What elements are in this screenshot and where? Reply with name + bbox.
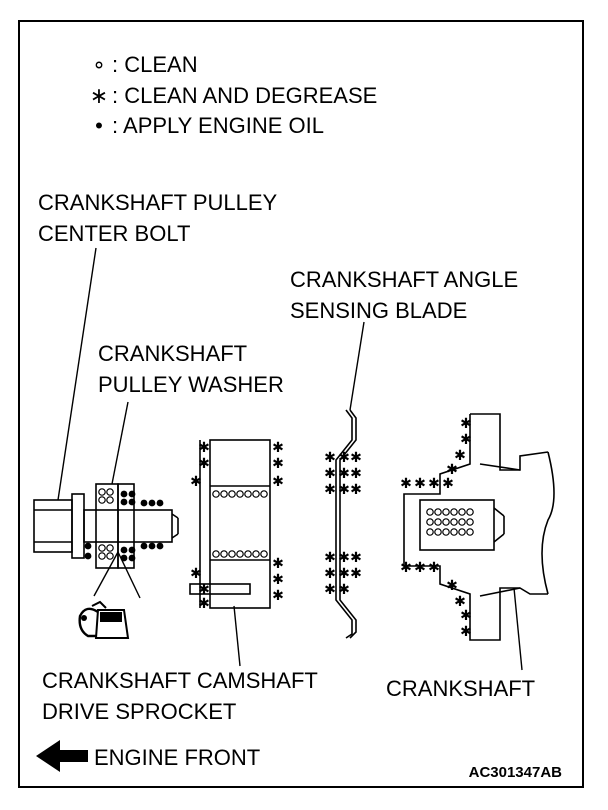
svg-text:✱: ✱ <box>338 566 350 582</box>
svg-text:✱: ✱ <box>414 476 426 492</box>
svg-text:✱: ✱ <box>324 550 336 566</box>
svg-text:✱: ✱ <box>198 582 210 598</box>
svg-text:✱: ✱ <box>272 456 284 472</box>
svg-text:✱: ✱ <box>350 466 362 482</box>
clean-markers <box>98 488 474 560</box>
svg-text:✱: ✱ <box>460 432 472 448</box>
svg-text:✱: ✱ <box>414 560 426 576</box>
svg-text:✱: ✱ <box>324 566 336 582</box>
filled-dot-icon: • <box>95 113 103 138</box>
svg-text:✱: ✱ <box>190 566 202 582</box>
oil-can-icon <box>78 600 130 639</box>
open-circle-icon: ∘ <box>92 52 106 77</box>
label-blade-line2: SENSING BLADE <box>290 298 468 323</box>
svg-text:✱: ✱ <box>338 582 350 598</box>
svg-text:✱: ✱ <box>460 608 472 624</box>
leader-lines <box>57 247 523 671</box>
label-engine-front: ENGINE FRONT <box>94 745 261 770</box>
svg-text:✱: ✱ <box>324 466 336 482</box>
svg-text:✱: ✱ <box>400 476 412 492</box>
degrease-markers: ✱✱✱ ✱✱✱ ✱✱✱ ✱✱✱ ✱✱✱ ✱✱✱ ✱✱✱ ✱✱✱ ✱✱✱ ✱✱ ✱… <box>190 416 472 640</box>
legend-separator: : <box>112 113 119 138</box>
svg-text:✱: ✱ <box>454 594 466 610</box>
legend-label: CLEAN <box>124 52 198 77</box>
svg-text:✱: ✱ <box>338 482 350 498</box>
label-crankshaft: CRANKSHAFT <box>386 676 536 701</box>
diagram-frame <box>18 20 584 788</box>
svg-text:✱: ✱ <box>338 550 350 566</box>
svg-text:✱: ✱ <box>198 456 210 472</box>
svg-text:✱: ✱ <box>198 440 210 456</box>
label-sprocket-line1: CRANKSHAFT CAMSHAFT <box>42 668 318 693</box>
legend-label: APPLY ENGINE OIL <box>123 113 324 138</box>
svg-text:✱: ✱ <box>338 450 350 466</box>
svg-text:✱: ✱ <box>272 588 284 604</box>
legend-label: CLEAN AND DEGREASE <box>124 83 378 108</box>
asterisk-icon: ∗ <box>89 83 109 108</box>
angle-sensing-blade <box>335 409 357 639</box>
svg-text:✱: ✱ <box>400 560 412 576</box>
svg-text:✱: ✱ <box>446 578 458 594</box>
svg-text:✱: ✱ <box>324 450 336 466</box>
svg-text:✱: ✱ <box>446 462 458 478</box>
svg-text:✱: ✱ <box>272 572 284 588</box>
svg-text:✱: ✱ <box>454 448 466 464</box>
svg-text:✱: ✱ <box>338 466 350 482</box>
svg-text:✱: ✱ <box>272 440 284 456</box>
legend-separator: : <box>112 83 119 108</box>
figure-code: AC301347AB <box>468 764 562 781</box>
legend-separator: : <box>112 52 119 77</box>
label-washer-line2: PULLEY WASHER <box>98 372 284 397</box>
label-bolt-line1: CRANKSHAFT PULLEY <box>38 190 278 215</box>
left-arrow-icon <box>36 740 88 772</box>
engine-oil-markers <box>84 490 164 562</box>
label-sprocket-line2: DRIVE SPROCKET <box>42 699 237 724</box>
legend-clean-degrease: ∗: CLEAN AND DEGREASE <box>86 83 378 109</box>
svg-text:✱: ✱ <box>350 550 362 566</box>
svg-text:✱: ✱ <box>272 474 284 490</box>
legend-clean: ∘: CLEAN <box>86 52 198 78</box>
drive-sprocket <box>189 439 271 609</box>
legend-engine-oil: •: APPLY ENGINE OIL <box>86 113 324 139</box>
svg-text:✱: ✱ <box>190 474 202 490</box>
svg-text:✱: ✱ <box>198 596 210 612</box>
svg-text:✱: ✱ <box>324 582 336 598</box>
svg-text:✱: ✱ <box>272 556 284 572</box>
pulley-washer <box>95 483 135 569</box>
label-bolt-line2: CENTER BOLT <box>38 221 191 246</box>
svg-text:✱: ✱ <box>442 476 454 492</box>
svg-text:✱: ✱ <box>324 482 336 498</box>
svg-text:✱: ✱ <box>460 624 472 640</box>
crankshaft-part <box>403 413 555 641</box>
label-washer-line1: CRANKSHAFT <box>98 341 248 366</box>
center-bolt <box>33 493 179 559</box>
svg-text:✱: ✱ <box>428 560 440 576</box>
svg-text:✱: ✱ <box>350 482 362 498</box>
svg-text:✱: ✱ <box>350 566 362 582</box>
svg-text:✱: ✱ <box>428 476 440 492</box>
svg-text:✱: ✱ <box>460 416 472 432</box>
svg-text:✱: ✱ <box>350 450 362 466</box>
label-blade-line1: CRANKSHAFT ANGLE <box>290 267 519 292</box>
